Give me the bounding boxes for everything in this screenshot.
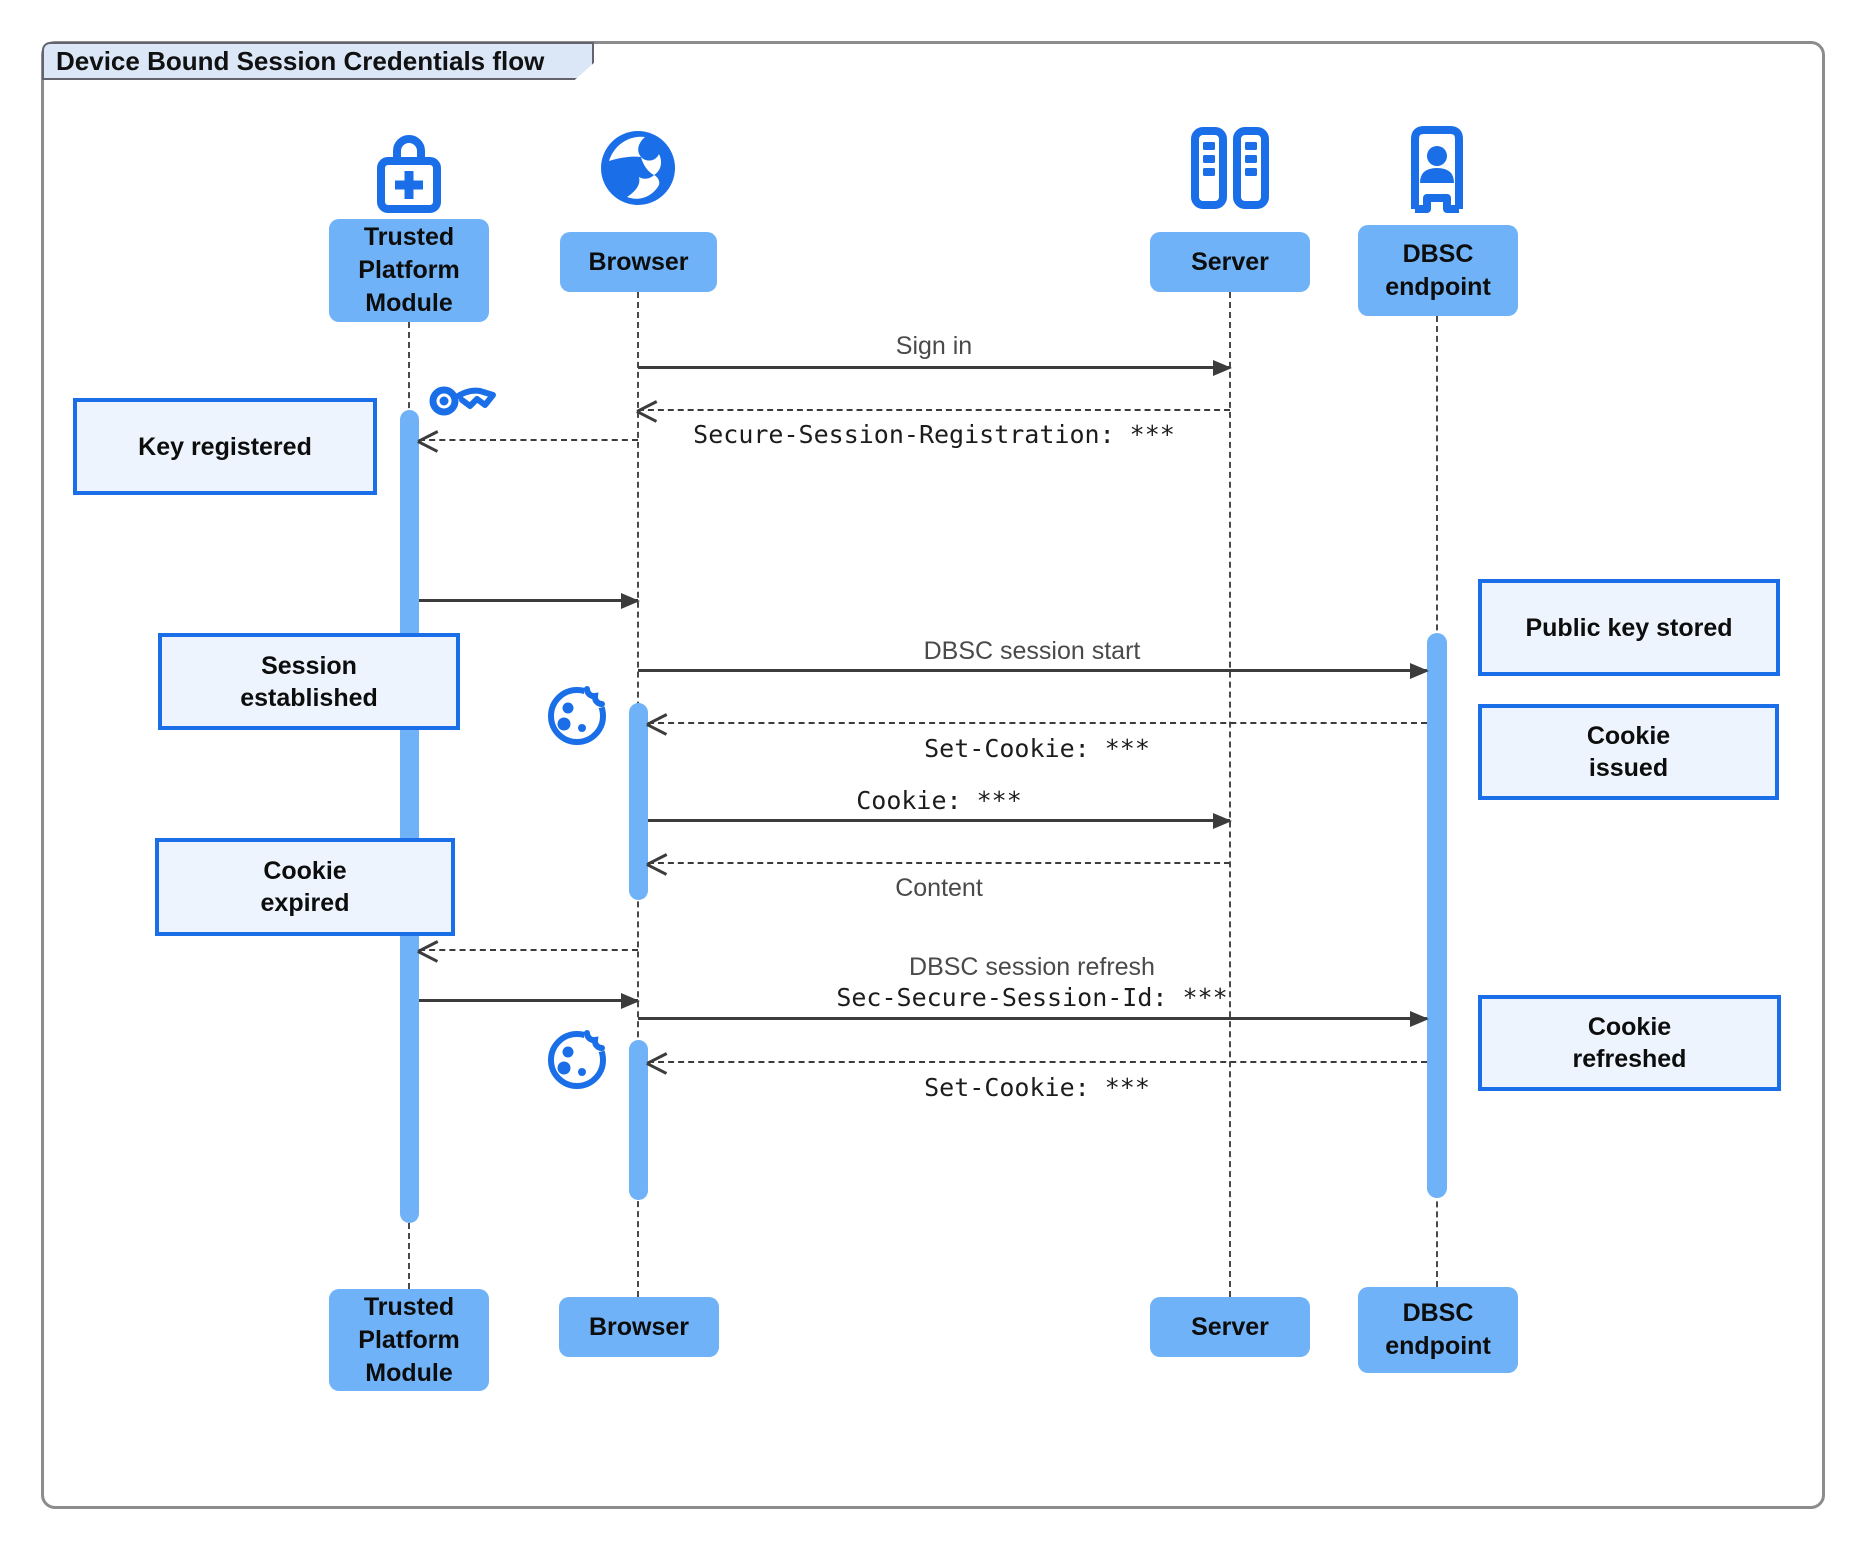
actor-browser-top: Browser	[560, 232, 717, 292]
arrow-dbsc-session-refresh	[638, 1011, 1429, 1027]
activation-browser-2	[629, 1040, 648, 1200]
label-secure-session-registration: Secure-Session-Registration: ***	[693, 420, 1175, 449]
arrow-browser-to-tpm-register	[419, 439, 638, 441]
actor-server-bottom: Server	[1150, 1297, 1310, 1357]
key-icon	[429, 386, 496, 416]
label-cookie-header: Cookie: ***	[856, 786, 1022, 815]
arrow-tpm-to-browser-key	[419, 593, 640, 609]
arrow-sign-in	[638, 360, 1232, 376]
actor-tpm-top: Trusted Platform Module	[329, 219, 489, 322]
lock-icon	[377, 135, 441, 213]
cookie-icon	[548, 1024, 611, 1089]
note-session-established: Session established	[158, 633, 460, 730]
label-sign-in: Sign in	[895, 332, 973, 360]
actor-tpm-bottom: Trusted Platform Module	[329, 1289, 489, 1391]
label-set-cookie-second: Set-Cookie: ***	[924, 1073, 1150, 1102]
note-cookie-issued: Cookie issued	[1478, 704, 1779, 800]
note-cookie-expired: Cookie expired	[155, 838, 455, 936]
diagram-title: Device Bound Session Credentials flow	[56, 46, 545, 76]
note-key-registered: Key registered	[73, 398, 377, 495]
actor-server-top: Server	[1150, 232, 1310, 292]
lifeline-server	[1229, 292, 1231, 1297]
actor-dbsc-endpoint-bottom: DBSC endpoint	[1358, 1287, 1518, 1373]
activation-dbsc-endpoint	[1427, 633, 1447, 1198]
arrow-content-reply	[648, 862, 1230, 864]
arrow-browser-to-tpm-refresh	[419, 949, 638, 951]
globe-icon	[601, 131, 675, 205]
label-dbsc-session-start: DBSC session start	[923, 637, 1141, 665]
actor-dbsc-endpoint-top: DBSC endpoint	[1358, 225, 1518, 316]
server-icon	[1191, 127, 1269, 209]
cookie-icon	[548, 680, 611, 745]
arrow-cookie-header	[648, 813, 1232, 829]
activation-browser-1	[629, 703, 648, 900]
activation-tpm	[400, 410, 419, 1223]
title-tab	[42, 42, 594, 80]
actor-browser-bottom: Browser	[559, 1297, 719, 1357]
label-sec-secure-session-id: Sec-Secure-Session-Id: ***	[836, 983, 1228, 1012]
label-dbsc-session-refresh: DBSC session refresh	[909, 953, 1155, 981]
label-content-reply: Content	[895, 874, 983, 902]
note-public-key-stored: Public key stored	[1478, 579, 1780, 676]
arrow-set-cookie-first	[648, 722, 1427, 724]
arrow-tpm-to-browser-proof	[419, 993, 640, 1009]
arrow-secure-session-registration	[638, 409, 1230, 411]
arrow-set-cookie-second	[648, 1061, 1427, 1063]
label-set-cookie-first: Set-Cookie: ***	[924, 734, 1150, 763]
doorway-person-icon	[1411, 126, 1463, 213]
note-cookie-refreshed: Cookie refreshed	[1478, 995, 1781, 1091]
arrow-dbsc-session-start	[638, 663, 1429, 679]
